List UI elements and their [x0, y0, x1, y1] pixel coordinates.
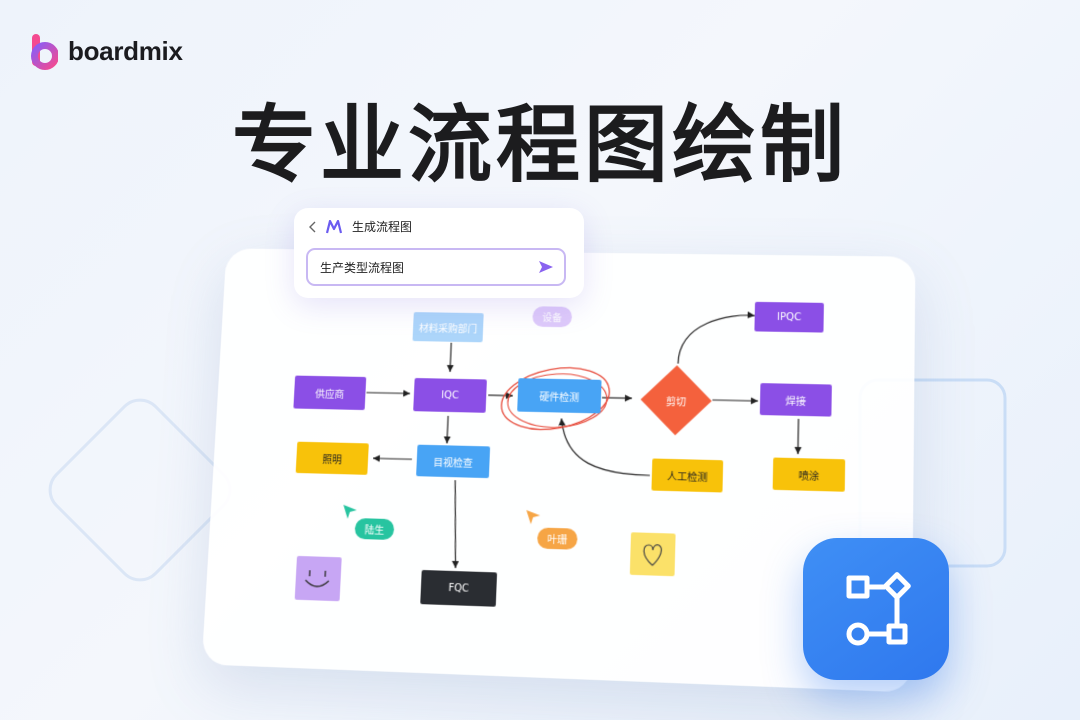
brand-logo[interactable]: boardmix: [30, 32, 183, 70]
flow-node-supplier[interactable]: 供应商: [293, 376, 366, 411]
boardmix-logo-icon: [30, 32, 58, 70]
cursor-arrow-icon: [342, 504, 358, 520]
ai-prompt-value: 生产类型流程图: [320, 259, 404, 276]
flow-node-cut-label: 剪切: [641, 393, 712, 409]
sticky-note-heart[interactable]: [630, 532, 676, 576]
brand-name: boardmix: [68, 36, 183, 67]
collaborator-tag-1: 陆生: [354, 518, 394, 540]
flow-node-manual-check[interactable]: 人工检测: [651, 458, 723, 492]
cursor-arrow-icon: [525, 509, 542, 525]
flow-node-materials[interactable]: 材料采购部门: [412, 312, 483, 342]
flow-node-fqc[interactable]: FQC: [420, 570, 497, 607]
sticky-note-smile[interactable]: [295, 556, 342, 601]
chevron-left-icon[interactable]: [308, 221, 316, 233]
ai-sparkle-icon: [326, 220, 342, 234]
flow-node-weld[interactable]: 焊接: [760, 383, 832, 417]
ai-prompt-input[interactable]: 生产类型流程图: [306, 248, 566, 286]
faded-user-tag: 设备: [532, 306, 572, 327]
page-title: 专业流程图绘制: [0, 78, 1080, 199]
smile-doodle-icon: [295, 556, 342, 601]
ai-panel-title: 生成流程图: [352, 218, 412, 235]
ai-generate-panel: 生成流程图 生产类型流程图: [294, 208, 584, 298]
flow-node-hardware-check[interactable]: 硬件检测: [517, 378, 601, 413]
flow-node-lighting[interactable]: 照明: [296, 442, 369, 475]
flowchart-icon: [803, 538, 949, 680]
flow-node-spray[interactable]: 喷涂: [773, 458, 846, 492]
collaborator-tag-2: 叶珊: [537, 527, 578, 549]
flow-node-visual-check[interactable]: 目视检查: [416, 445, 490, 478]
ai-panel-header: 生成流程图: [308, 218, 412, 235]
flow-node-cut[interactable]: 剪切: [640, 365, 712, 436]
flow-node-iqc[interactable]: IQC: [413, 378, 487, 413]
send-icon[interactable]: [538, 259, 554, 275]
flow-node-ipqc[interactable]: IPQC: [754, 302, 824, 333]
flowchart-feature-icon: [803, 538, 949, 680]
heart-doodle-icon: [630, 532, 676, 576]
